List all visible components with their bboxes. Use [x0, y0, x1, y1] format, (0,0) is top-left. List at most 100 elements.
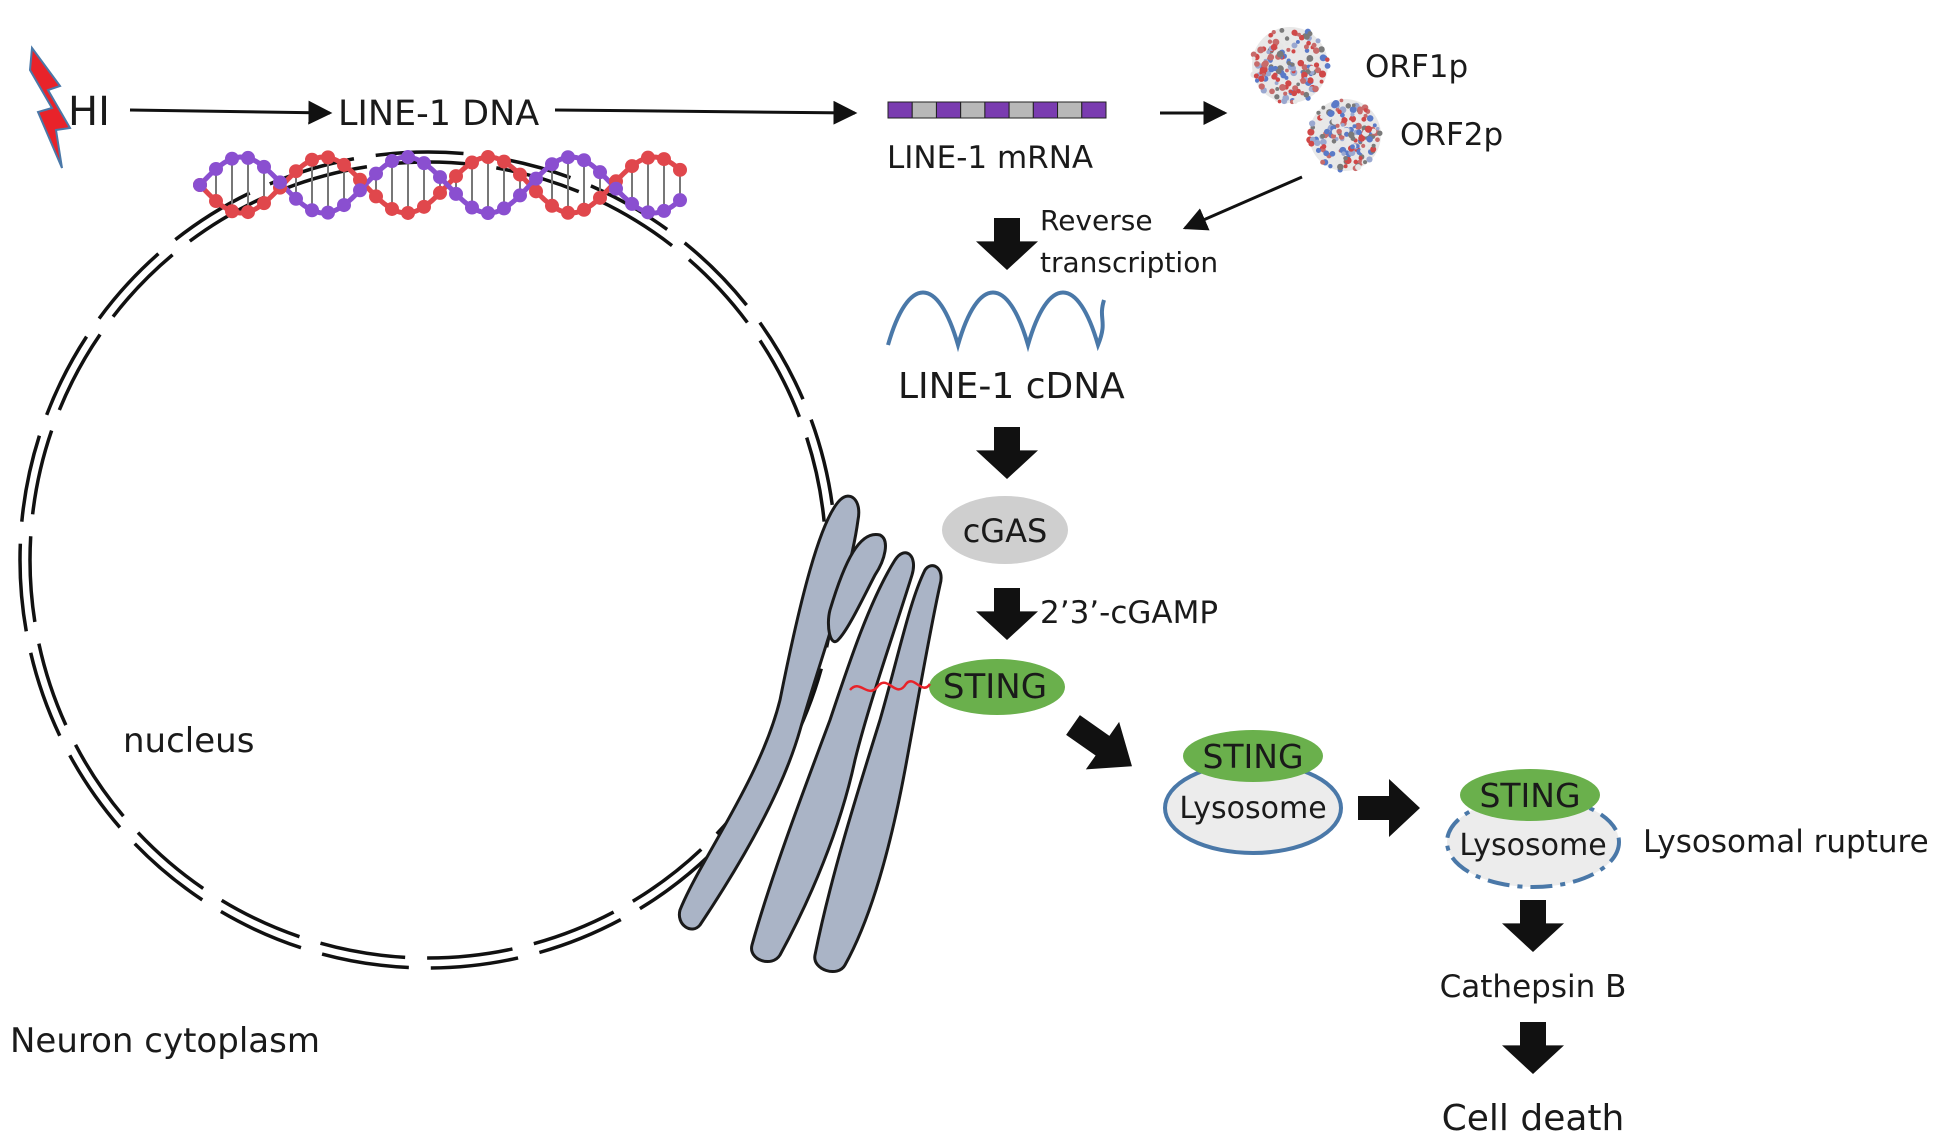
helix-bead	[449, 169, 463, 184]
protein-atom	[1309, 65, 1315, 72]
protein-atom	[1267, 53, 1275, 61]
block-arrow-right	[1358, 779, 1420, 837]
protein-atom	[1318, 46, 1325, 53]
helix-bead	[657, 152, 671, 167]
protein-atom	[1350, 112, 1355, 117]
helix-bead	[369, 166, 383, 181]
protein-atom	[1319, 79, 1324, 84]
protein-atom	[1297, 59, 1305, 67]
protein-atom	[1307, 31, 1313, 37]
mrna-segment	[984, 101, 1010, 119]
protein-atom	[1309, 120, 1316, 127]
protein-atom	[1303, 91, 1310, 98]
mrna-segment	[935, 101, 962, 119]
helix-bead	[417, 199, 431, 214]
protein-atom	[1335, 123, 1340, 128]
protein-atom	[1306, 40, 1311, 46]
helix-bead	[257, 159, 271, 174]
protein-atom	[1320, 138, 1327, 146]
sting-rupture-label: STING	[1479, 776, 1580, 815]
helix-bead	[337, 157, 351, 172]
lysosomal-rupture-label: Lysosomal rupture	[1643, 824, 1929, 860]
protein-atom	[1288, 89, 1293, 94]
protein-atom	[1377, 130, 1383, 136]
helix-bead	[513, 188, 527, 203]
protein-atom	[1339, 112, 1345, 118]
protein-atom	[1331, 138, 1337, 144]
helix-bead	[305, 152, 319, 167]
helix-bead	[529, 184, 543, 199]
protein-atom	[1355, 164, 1362, 171]
protein-atom	[1313, 47, 1320, 54]
dna-helix-icon	[193, 150, 687, 220]
protein-atom	[1351, 103, 1356, 108]
protein-atom	[1329, 150, 1336, 157]
arrow-hi-to-dna	[129, 100, 333, 125]
protein-atom	[1341, 116, 1348, 124]
cathepsin-label: Cathepsin B	[1440, 969, 1627, 1005]
protein-atom	[1353, 159, 1359, 165]
protein-atom	[1339, 98, 1344, 103]
protein-atom	[1320, 159, 1326, 165]
helix-bead	[289, 191, 303, 206]
helix-bead	[369, 189, 383, 204]
helix-bead	[401, 150, 415, 165]
transcription-label: transcription	[1040, 246, 1218, 279]
helix-bead	[257, 196, 271, 211]
helix-bead	[625, 159, 639, 174]
protein-atom	[1284, 41, 1289, 46]
mrna-segment	[1057, 101, 1083, 119]
protein-atom	[1355, 144, 1360, 149]
orf1p-label: ORF1p	[1365, 49, 1468, 85]
arrow-dna-to-mrna	[554, 100, 858, 125]
protein-atom	[1326, 137, 1331, 142]
helix-bead	[641, 150, 655, 165]
helix-bead	[577, 153, 591, 168]
protein-atom	[1366, 115, 1374, 122]
line1-cdna-label: LINE-1 cDNA	[898, 366, 1125, 407]
protein-atom	[1270, 43, 1278, 51]
protein-atom	[1361, 143, 1366, 148]
protein-atom	[1349, 106, 1357, 114]
protein-atom	[1315, 38, 1321, 44]
helix-bead	[273, 175, 287, 190]
cdna-wave-icon	[886, 290, 1106, 353]
protein-atom	[1375, 126, 1380, 131]
protein-atom	[1363, 113, 1368, 118]
protein-atom	[1279, 28, 1285, 33]
helix-bead	[417, 156, 431, 171]
protein-atom	[1254, 78, 1260, 83]
helix-bead	[609, 181, 623, 196]
helix-bead	[353, 183, 367, 198]
protein-atom	[1277, 99, 1282, 104]
helix-bead	[337, 198, 351, 213]
helix-bead	[241, 205, 255, 220]
helix-bead	[209, 161, 223, 176]
protein-atom	[1283, 91, 1288, 96]
protein-atom	[1328, 164, 1333, 169]
block-arrow-right	[1066, 715, 1132, 770]
helix-bead	[625, 196, 639, 211]
sting-rupture-ellipse	[1460, 769, 1600, 821]
protein-atom	[1363, 160, 1368, 165]
helix-bead	[353, 172, 367, 187]
protein-atom	[1300, 78, 1307, 84]
protein-atom	[1301, 71, 1308, 79]
hi-label: HI	[68, 89, 110, 135]
helix-bead	[497, 154, 511, 169]
protein-atom	[1251, 56, 1256, 61]
protein-atom	[1284, 75, 1289, 80]
nucleus-label: nucleus	[123, 721, 254, 761]
helix-bead	[321, 205, 335, 220]
protein-atom	[1313, 62, 1320, 68]
protein-atom	[1269, 88, 1275, 95]
sting-er-ellipse	[929, 659, 1065, 715]
protein-atom	[1314, 139, 1321, 147]
cgamp-binding-squiggle	[849, 680, 932, 693]
protein-atom	[1321, 105, 1326, 110]
protein-atom	[1254, 61, 1260, 67]
mrna-segment	[1081, 101, 1107, 119]
protein-atom	[1341, 151, 1346, 156]
protein-atom	[1370, 146, 1377, 153]
